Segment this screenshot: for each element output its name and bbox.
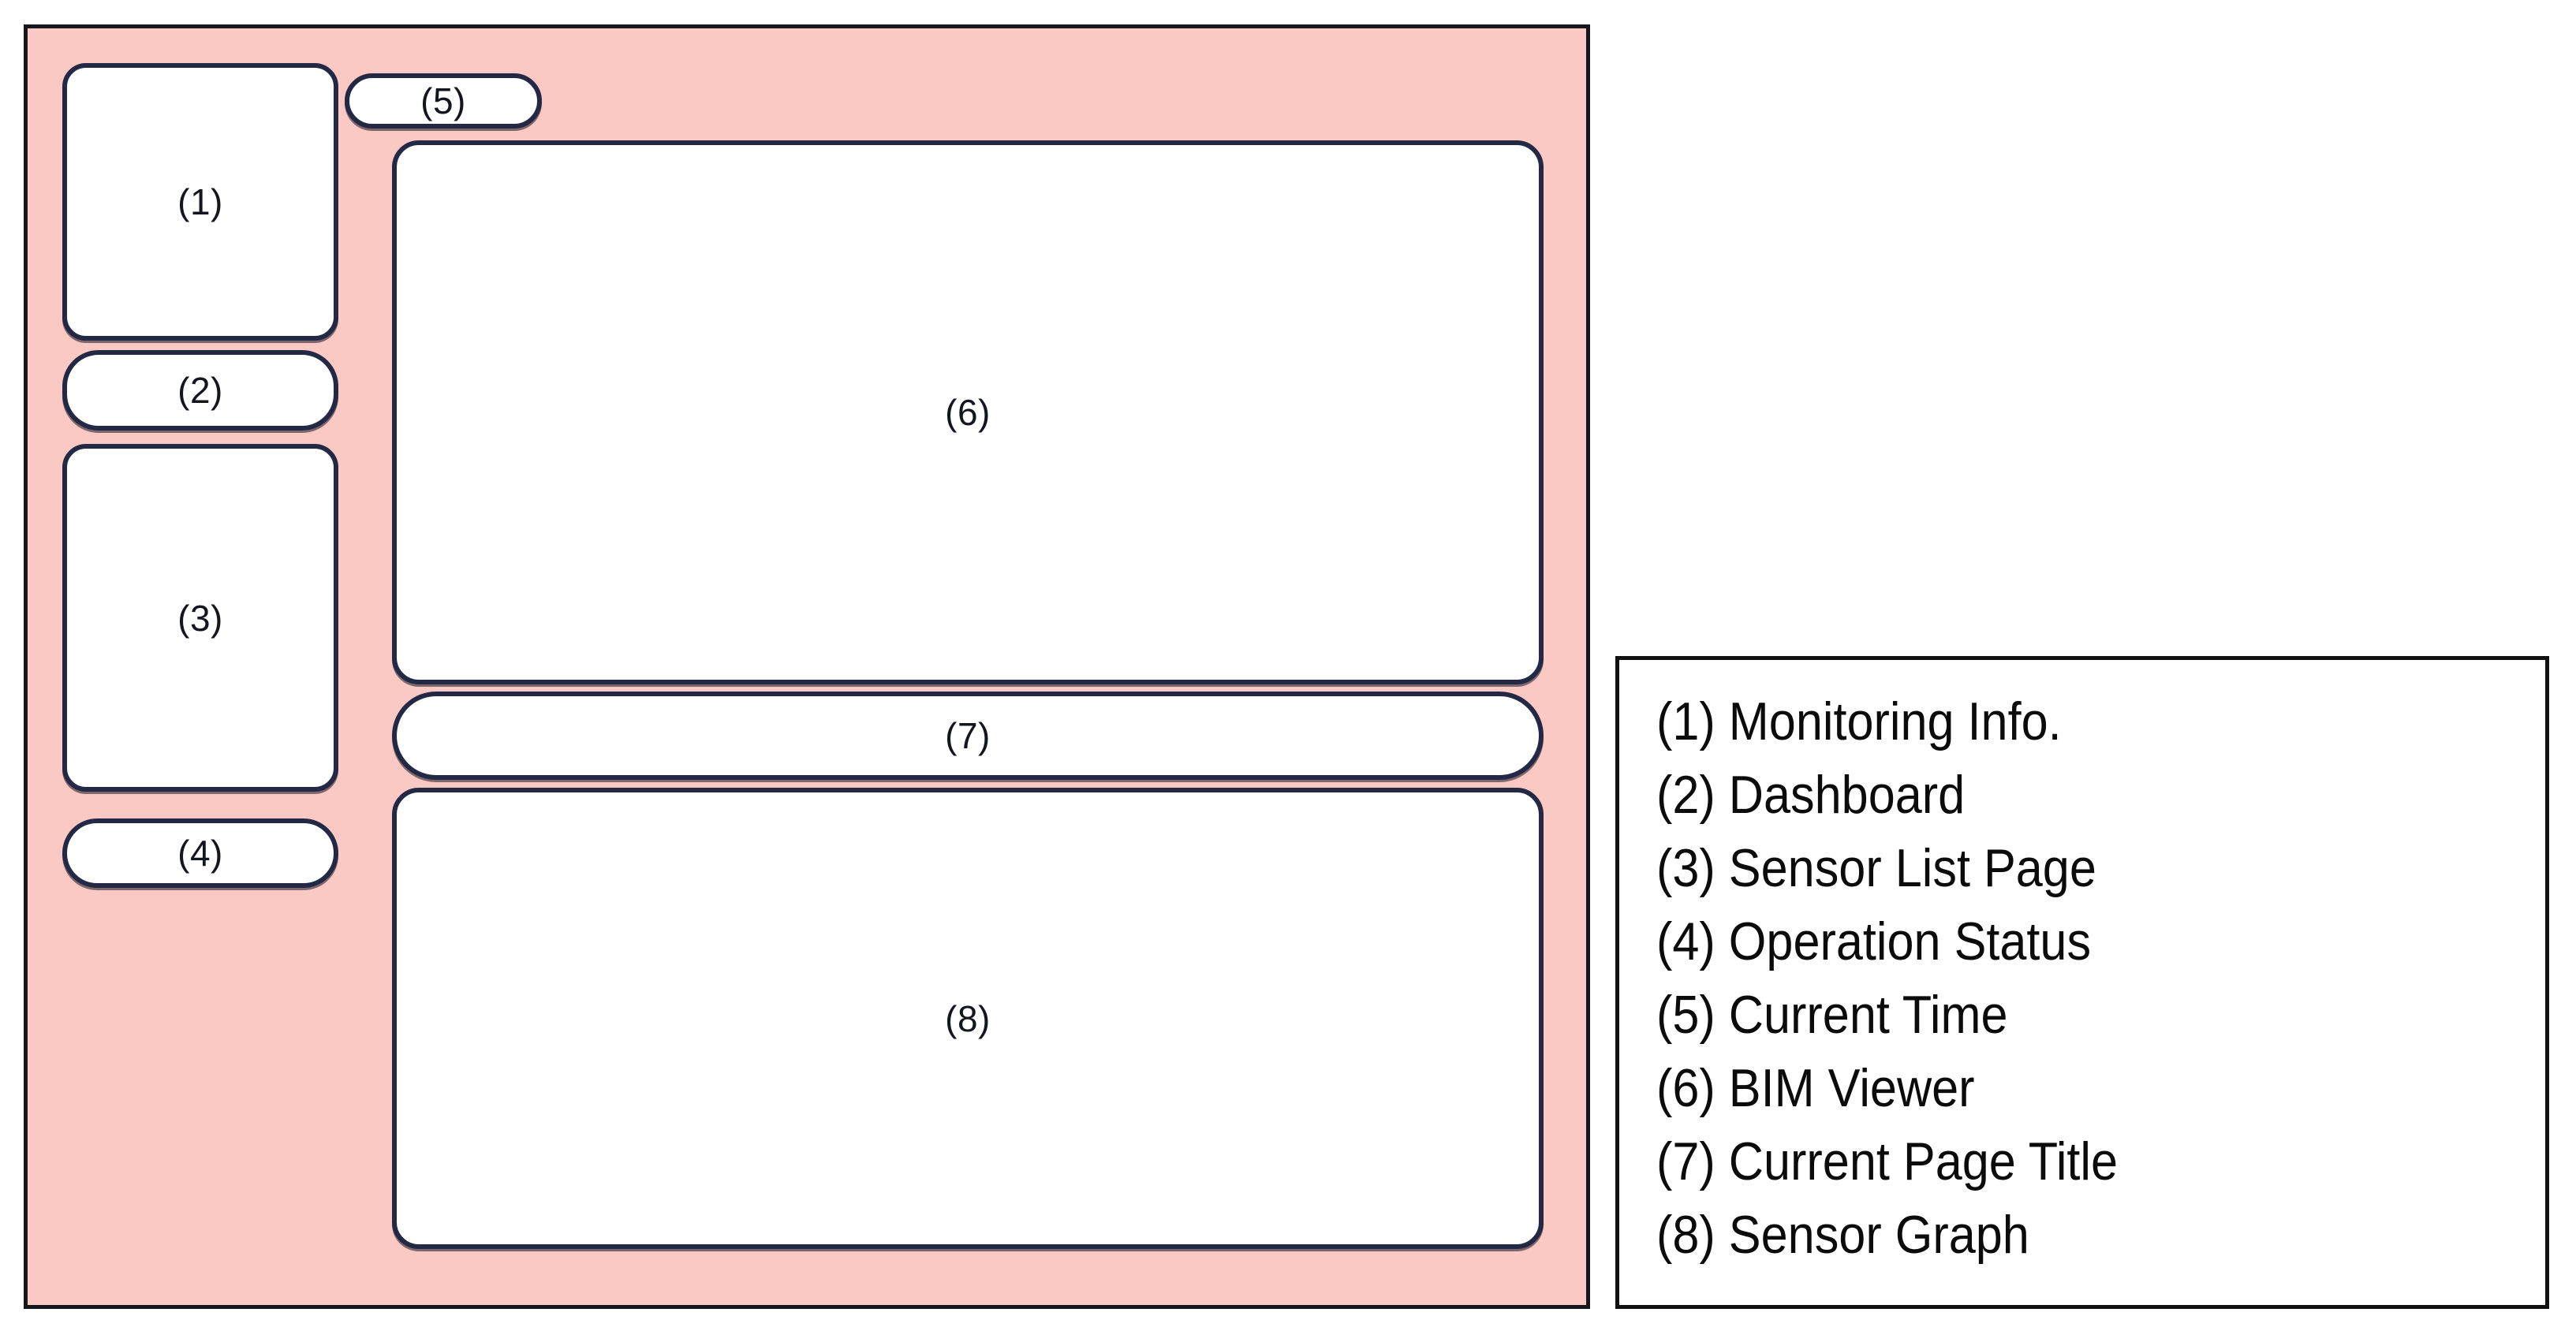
block-marker-2: (2) xyxy=(177,370,223,411)
legend-item: (4) Operation Status xyxy=(1656,912,2092,971)
block-marker-6: (6) xyxy=(945,392,991,433)
wireframe-block-current-page-title: (7) xyxy=(392,692,1544,780)
wireframe-block-current-time: (5) xyxy=(345,73,542,129)
legend-item: (1) Monitoring Info. xyxy=(1656,692,2062,751)
legend-item: (6) BIM Viewer xyxy=(1656,1058,1975,1118)
legend-panel: (1) Monitoring Info. (2) Dashboard (3) S… xyxy=(1615,656,2549,1309)
block-marker-5: (5) xyxy=(420,80,466,121)
legend-item: (5) Current Time xyxy=(1656,985,2008,1045)
wireframe-mockup-panel: (1) (2) (3) (4) (5) (6) (7) (8) xyxy=(24,24,1590,1309)
legend-item: (8) Sensor Graph xyxy=(1656,1205,2029,1265)
wireframe-block-dashboard: (2) xyxy=(62,350,338,431)
wireframe-block-monitoring-info: (1) xyxy=(62,63,338,341)
legend-item: (7) Current Page Title xyxy=(1656,1132,2119,1191)
block-marker-3: (3) xyxy=(177,597,223,639)
block-marker-8: (8) xyxy=(945,997,991,1039)
legend-item: (2) Dashboard xyxy=(1656,765,1966,825)
block-marker-1: (1) xyxy=(177,181,223,222)
block-marker-7: (7) xyxy=(945,715,991,756)
legend-item: (3) Sensor List Page xyxy=(1656,838,2096,898)
wireframe-block-sensor-list-page: (3) xyxy=(62,444,338,792)
wireframe-block-sensor-graph: (8) xyxy=(392,788,1544,1249)
wireframe-block-operation-status: (4) xyxy=(62,818,338,888)
block-marker-4: (4) xyxy=(177,833,223,874)
wireframe-block-bim-viewer: (6) xyxy=(392,140,1544,684)
legend-list: (1) Monitoring Info. (2) Dashboard (3) S… xyxy=(1656,685,2169,1272)
